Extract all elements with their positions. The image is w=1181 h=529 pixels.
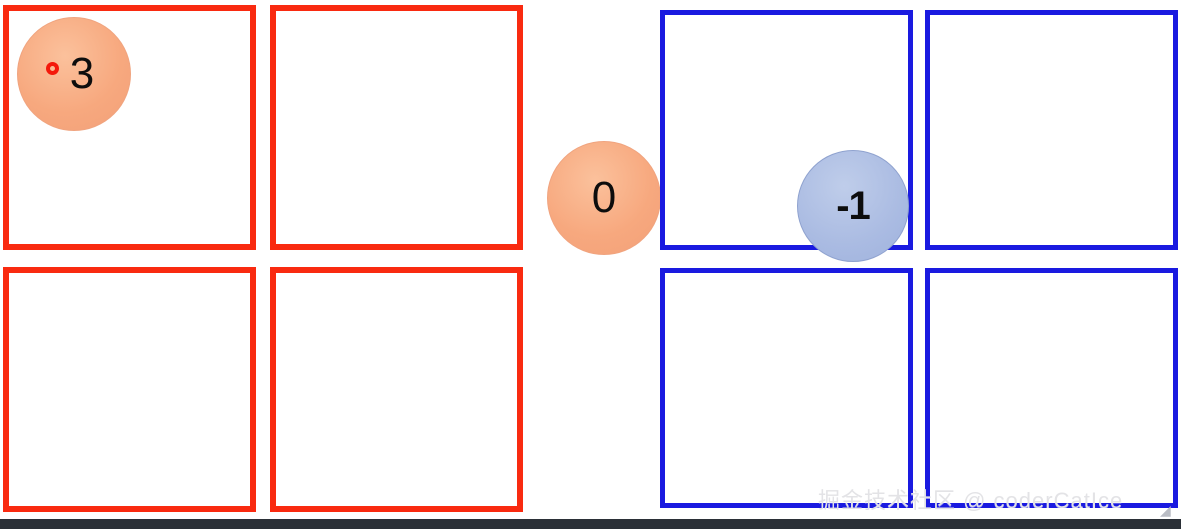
- grid-cell-red-bottom-right[interactable]: 1: [270, 267, 523, 512]
- grid-cell-red-bottom-left[interactable]: 3: [3, 267, 256, 512]
- marker-ring-icon: [46, 62, 59, 75]
- token-orange-1[interactable]: 0: [547, 141, 661, 255]
- grid-cell-blue-top-right[interactable]: 1: [925, 10, 1178, 250]
- right-grid: -1 1 0 3: [660, 10, 1178, 512]
- left-grid: 3 0 3 1: [3, 5, 661, 512]
- token-orange-0[interactable]: 3: [17, 17, 131, 131]
- token-blue-0[interactable]: -1: [797, 150, 909, 262]
- resize-handle-icon[interactable]: ◢: [1160, 502, 1171, 518]
- grid-cell-red-top-right[interactable]: 0: [270, 5, 661, 255]
- token-value: 3: [69, 49, 95, 98]
- grid-cell-red-top-left[interactable]: 3: [3, 5, 256, 250]
- grid-cell-blue-bottom-right[interactable]: 3: [925, 268, 1178, 508]
- bottom-bar: [0, 519, 1181, 529]
- token-value: -1: [836, 184, 871, 228]
- token-value: 0: [591, 173, 617, 222]
- grid-cell-blue-top-left[interactable]: -1: [660, 10, 913, 262]
- grid-cell-blue-bottom-left[interactable]: 0: [660, 268, 913, 508]
